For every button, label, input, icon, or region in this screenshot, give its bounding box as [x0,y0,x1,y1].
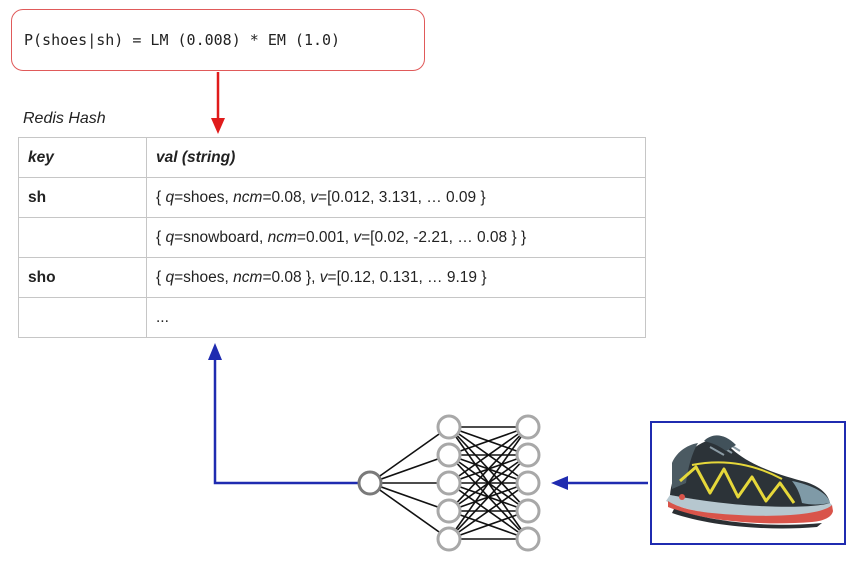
row-key [18,297,147,338]
network-edge [448,426,529,456]
network-node [515,414,541,440]
table-row: { q=snowboard, ncm=0.001, v=[0.02, -2.21… [18,217,646,258]
row-key: sho [18,257,147,298]
network-edge [448,426,529,484]
formula-box: P(shoes|sh) = LM (0.008) * EM (1.0) [11,9,425,71]
blue-arrow-to-network [551,476,648,490]
row-key [18,217,147,258]
formula-text: P(shoes|sh) = LM (0.008) * EM (1.0) [24,31,341,49]
trail-running-shoe-image [666,435,833,529]
field-name: q [165,228,175,246]
row-val: ... [146,297,646,338]
field-name: v [319,268,328,286]
network-node [436,470,462,496]
network-edge [448,426,529,540]
table-header-row: key val (string) [18,137,646,178]
row-val: { q=shoes, ncm=0.08 }, v=[0.12, 0.131, …… [146,257,646,298]
row-val: { q=shoes, ncm=0.08, v=[0.012, 3.131, … … [146,177,646,218]
blue-arrow-to-table [208,343,358,485]
field-name: q [165,268,175,286]
network-edge [369,482,450,512]
network-edge [448,510,529,540]
field-name: ncm [233,268,263,286]
neural-network-icon [357,414,541,552]
network-node [515,498,541,524]
network-node [436,526,462,552]
field-name: ncm [233,188,263,206]
network-node [515,470,541,496]
network-node [357,470,383,496]
row-val: { q=snowboard, ncm=0.001, v=[0.02, -2.21… [146,217,646,258]
field-name: v [353,228,362,246]
table-caption: Redis Hash [23,110,106,127]
redis-hash-table: key val (string) sh { q=shoes, ncm=0.08,… [18,137,646,338]
shoe-image-frame [650,421,846,545]
network-edge [448,454,529,540]
network-node [515,442,541,468]
network-edge [448,426,529,512]
network-edge [369,482,450,540]
table-row: sho { q=shoes, ncm=0.08 }, v=[0.12, 0.13… [18,257,646,298]
red-arrow [211,72,225,134]
field-name: v [310,188,319,206]
network-edge [369,454,450,484]
field-name: ncm [267,228,297,246]
network-node [515,526,541,552]
table-row: ... [18,297,646,338]
field-name: q [165,188,175,206]
network-edge [448,482,529,540]
network-edge [369,426,450,484]
network-node [436,498,462,524]
network-node [436,442,462,468]
header-val: val (string) [146,137,646,178]
table-row: sh { q=shoes, ncm=0.08, v=[0.012, 3.131,… [18,177,646,218]
network-node [436,414,462,440]
